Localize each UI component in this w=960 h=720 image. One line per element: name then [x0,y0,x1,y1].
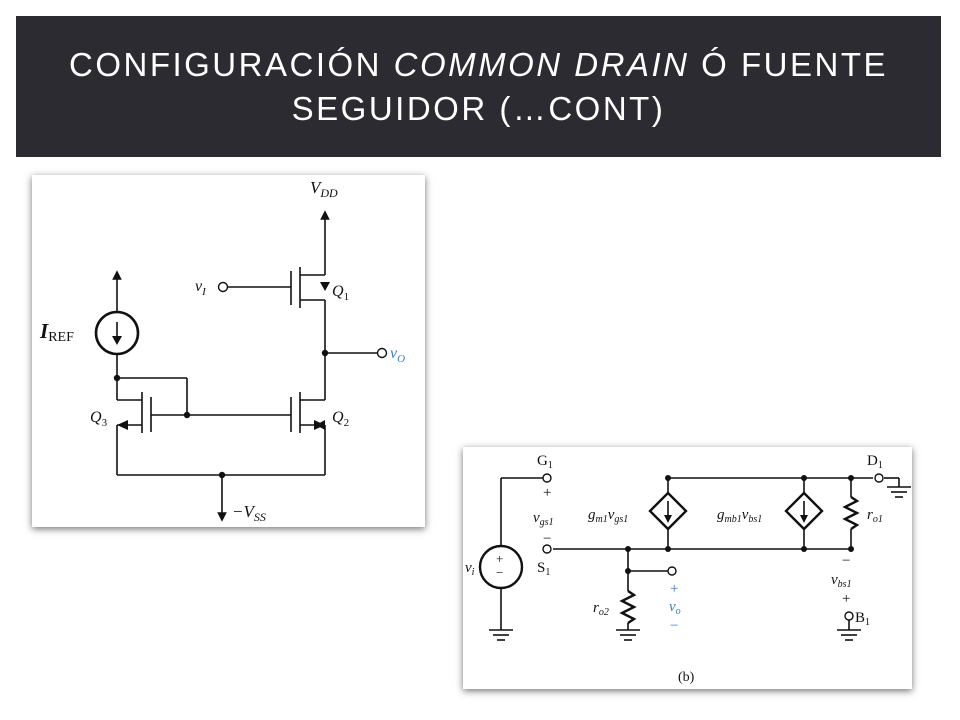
vo-minus: − [670,618,678,634]
vdd-label-sub: DD [319,186,338,200]
q1-label-sub: 1 [344,291,350,303]
resistor-ro1 [842,496,860,530]
vi-label-sub: i [472,567,475,578]
vout-terminal [376,347,388,359]
vout-label-sub: O [397,353,405,365]
gm-v-label: v [608,507,615,523]
vin-terminal [217,281,229,293]
vi-label: v [465,560,472,576]
vgs-label: v [533,510,540,526]
gate-label-sub: 1 [548,460,553,471]
vo-label-sub: o [676,606,681,617]
svg-text:Q3: Q3 [90,409,108,429]
q2-source-arrow [314,420,325,430]
vbs-label: v [831,572,838,588]
vi-minus: − [496,565,503,580]
ro1-label: r [867,507,873,523]
resistor-ro2 [619,590,637,624]
source-label-sub: 1 [545,567,550,578]
vin-label-sub: I [201,286,207,298]
svg-text:B1: B1 [855,610,870,628]
iref-label-sub: REF [48,330,74,345]
svg-text:vbs1: vbs1 [831,572,852,590]
vss-label: −V [232,502,256,521]
gm-label-sub: m1 [596,514,608,525]
q3-label: Q [90,409,102,426]
vout-label: v [390,345,398,362]
body-terminal [844,611,854,621]
slide-title-bar: CONFIGURACIÓN COMMON DRAIN Ó FUENTE SEGU… [16,16,941,157]
gmb-v-label-sub: bs1 [748,514,762,525]
gm-v-label-sub: gs1 [614,514,628,525]
svg-text:vI: vI [195,278,207,298]
q2-label: Q [332,409,344,426]
q3-label-sub: 3 [102,417,108,429]
svg-text:gmb1vbs1: gmb1vbs1 [717,507,762,525]
vo-label: v [669,599,676,615]
svg-text:Q1: Q1 [332,283,349,303]
svg-text:D1: D1 [867,453,883,471]
vi-plus: + [496,551,503,566]
svg-text:vi: vi [465,560,475,578]
ro1-label-sub: o1 [873,514,883,525]
gm-label: g [588,507,596,523]
q1-label: Q [332,283,344,300]
gate-label: G [537,453,548,469]
svg-text:−VSS: −VSS [232,502,266,524]
iref-label: I [39,319,49,343]
svg-text:IREF: IREF [39,319,74,345]
drain-label: D [867,453,878,469]
drain-label-sub: 1 [878,460,883,471]
vo-plus: + [670,581,678,597]
title-text-italic: COMMON DRAIN [393,45,690,83]
svg-text:VDD: VDD [310,178,338,200]
ro2-label: r [593,600,599,616]
slide-title-line-1: CONFIGURACIÓN COMMON DRAIN Ó FUENTE [69,43,888,87]
circuit-schematic: VDD vI Q1 Q2 Q3 IREF vO −VSS [39,178,405,524]
gmb-v-label: v [742,507,749,523]
svg-text:ro1: ro1 [867,507,883,525]
q1-source-arrow [320,282,330,291]
svg-text:Q2: Q2 [332,409,349,429]
gmb-label-sub: mb1 [725,514,742,525]
vin-label: v [195,278,203,295]
drain-terminal [874,473,884,483]
vbs-label-sub: bs1 [838,579,852,590]
small-signal-model: G1 D1 S1 B1 + vgs1 − + − vi gm1vgs1 gmb1… [465,453,911,685]
vdd-label: V [310,178,323,197]
circuit-schematic-figure: VDD vI Q1 Q2 Q3 IREF vO −VSS [32,175,425,527]
output-terminal [667,566,677,576]
svg-text:gm1vgs1: gm1vgs1 [588,507,628,525]
body-label: B [855,610,865,626]
source-label: S [537,560,545,576]
svg-text:S1: S1 [537,560,550,578]
vss-label-sub: SS [254,510,266,524]
iref-arrow [112,336,122,345]
ro2-label-sub: o2 [599,607,609,618]
vgs-plus: + [543,485,551,501]
q3-source-arrow [117,420,128,430]
svg-text:vO: vO [390,345,405,365]
gmb-label: g [717,507,725,523]
svg-text:ro2: ro2 [593,600,609,618]
q2-label-sub: 2 [344,417,350,429]
slide-title-line-2: SEGUIDOR (…CONT) [291,89,666,127]
body-label-sub: 1 [865,617,870,628]
gate-terminal [542,473,552,483]
source-terminal [542,544,552,554]
title-text-1: CONFIGURACIÓN [68,45,394,83]
svg-text:G1: G1 [537,453,553,471]
vgs-label-sub: gs1 [540,517,554,528]
vbs-minus: − [842,553,850,569]
svg-text:vo: vo [669,599,681,617]
vgs-minus: − [543,531,551,547]
vbs-plus: + [842,591,850,607]
figure-caption: (b) [678,670,695,685]
small-signal-model-figure: G1 D1 S1 B1 + vgs1 − + − vi gm1vgs1 gmb1… [463,447,912,689]
title-text-2: Ó FUENTE [689,45,888,83]
node-vo [321,349,329,357]
svg-text:vgs1: vgs1 [533,510,554,528]
